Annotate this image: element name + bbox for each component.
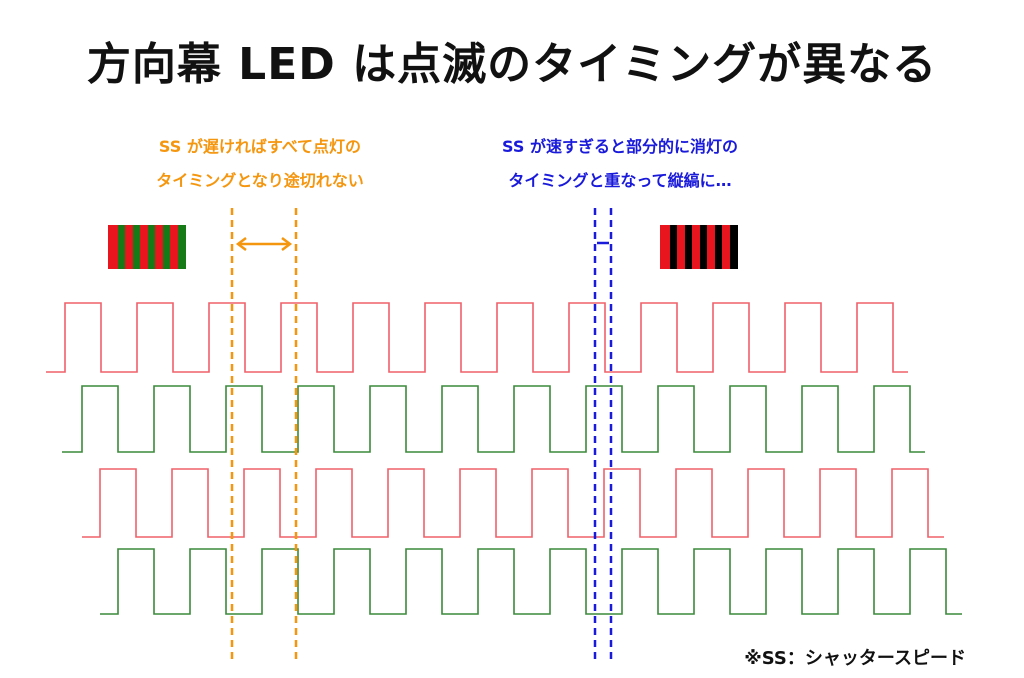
green-signal-1 [62, 385, 925, 453]
stripe [670, 225, 677, 269]
stripe [155, 225, 163, 269]
stripe [685, 225, 692, 269]
stripe [677, 225, 685, 269]
stripe [118, 225, 125, 269]
stripe [140, 225, 148, 269]
stripe [148, 225, 155, 269]
stripe [722, 225, 730, 269]
fast-shutter-note-line1: SS が速すぎると部分的に消灯の [502, 137, 738, 156]
stripe [707, 225, 715, 269]
led-signal-waveforms [46, 302, 962, 615]
footnote: ※SS：シャッタースピード [744, 648, 966, 669]
stripe [178, 225, 186, 269]
page-title: 方向幕 LED は点滅のタイミングが異なる [86, 39, 938, 90]
stripe [660, 225, 670, 269]
red-green-stripes-icon [108, 225, 186, 269]
slow-shutter-note-line2: タイミングとなり途切れない [156, 171, 364, 190]
fast-shutter-note: SS が速すぎると部分的に消灯の タイミングと重なって縦縞に… [470, 130, 770, 198]
stripe [700, 225, 707, 269]
stripe [730, 225, 738, 269]
stripe [133, 225, 140, 269]
slow-shutter-note-line1: SS が遅ければすべて点灯の [158, 137, 362, 156]
stripe [692, 225, 700, 269]
stripe [125, 225, 133, 269]
fast-shutter-note-line2: タイミングと重なって縦縞に… [508, 171, 732, 190]
stripe [715, 225, 722, 269]
red-signal-2 [82, 468, 944, 538]
slow-shutter-note: SS が遅ければすべて点灯の タイミングとなり途切れない [110, 130, 410, 198]
stripe [108, 225, 118, 269]
red-signal-1 [46, 302, 908, 373]
exposure-markers [230, 208, 613, 660]
stripe [170, 225, 178, 269]
green-signal-2 [100, 548, 962, 615]
red-black-stripes-icon [660, 225, 738, 269]
double-arrow-icon [235, 237, 293, 251]
stripe [163, 225, 170, 269]
